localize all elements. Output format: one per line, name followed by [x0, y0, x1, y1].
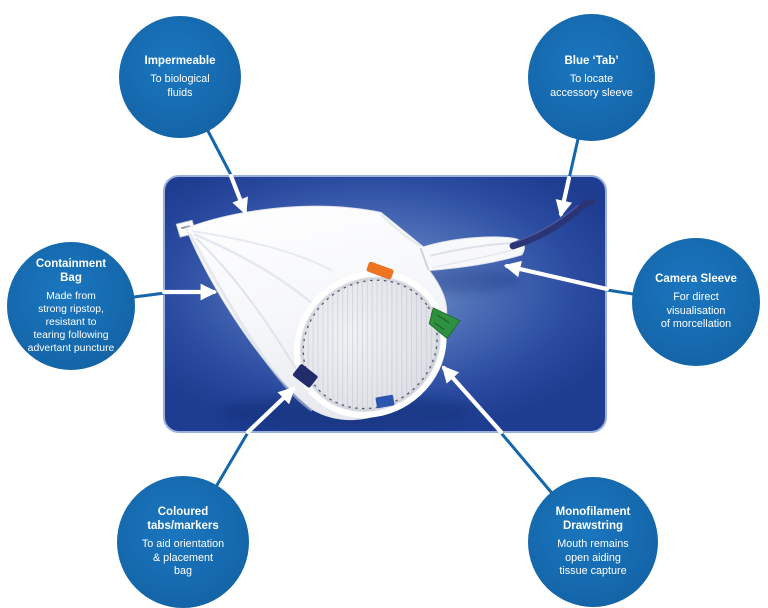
leader-blue-tab [567, 137, 580, 181]
callout-containment-bag: Containment Bag Made from strong ripstop… [7, 242, 135, 370]
navy-marker-tab [292, 364, 318, 388]
callout-body: To biological fluids [150, 72, 210, 99]
orange-marker-tab [366, 261, 394, 280]
callout-title: Monofilament Drawstring [555, 506, 631, 533]
callout-title: Impermeable [144, 54, 216, 67]
leader-monofilament [500, 432, 553, 494]
callout-body: Mouth remains open aiding tissue capture [557, 538, 629, 578]
callout-title: Coloured tabs/markers [147, 506, 219, 533]
callout-body: To locate accessory sleeve [550, 73, 633, 99]
blue-tab-tube [509, 198, 596, 250]
leader-camera-sleeve [605, 288, 635, 296]
leader-coloured-tabs [215, 432, 249, 487]
callout-title: Camera Sleeve [655, 273, 737, 286]
blue-marker-tab [375, 394, 395, 409]
callout-impermeable: Impermeable To biological fluids [119, 16, 241, 138]
callout-monofilament-drawstring: Monofilament Drawstring Mouth remains op… [528, 477, 658, 607]
fabric-creases [188, 213, 514, 412]
green-marker-tab [428, 307, 461, 340]
callout-title: Containment Bag [35, 257, 107, 284]
callout-body: To aid orientation & placement bag [141, 538, 225, 578]
callout-blue-tab: Blue ‘Tab’ To locate accessory sleeve [528, 14, 655, 141]
callout-camera-sleeve: Camera Sleeve For direct visualisation o… [632, 238, 760, 366]
leader-impermeable [206, 129, 234, 179]
callout-body: For direct visualisation of morcellation [660, 291, 732, 331]
callout-body: Made from strong ripstop, resistant to t… [27, 290, 115, 355]
callout-title: Blue ‘Tab’ [564, 55, 619, 68]
callout-coloured-tabs-markers: Coloured tabs/markers To aid orientation… [117, 476, 249, 608]
bag-mouth [293, 270, 447, 418]
leader-containment-bag [132, 291, 167, 299]
product-photo [163, 175, 607, 433]
containment-bag-illustration [175, 198, 596, 429]
